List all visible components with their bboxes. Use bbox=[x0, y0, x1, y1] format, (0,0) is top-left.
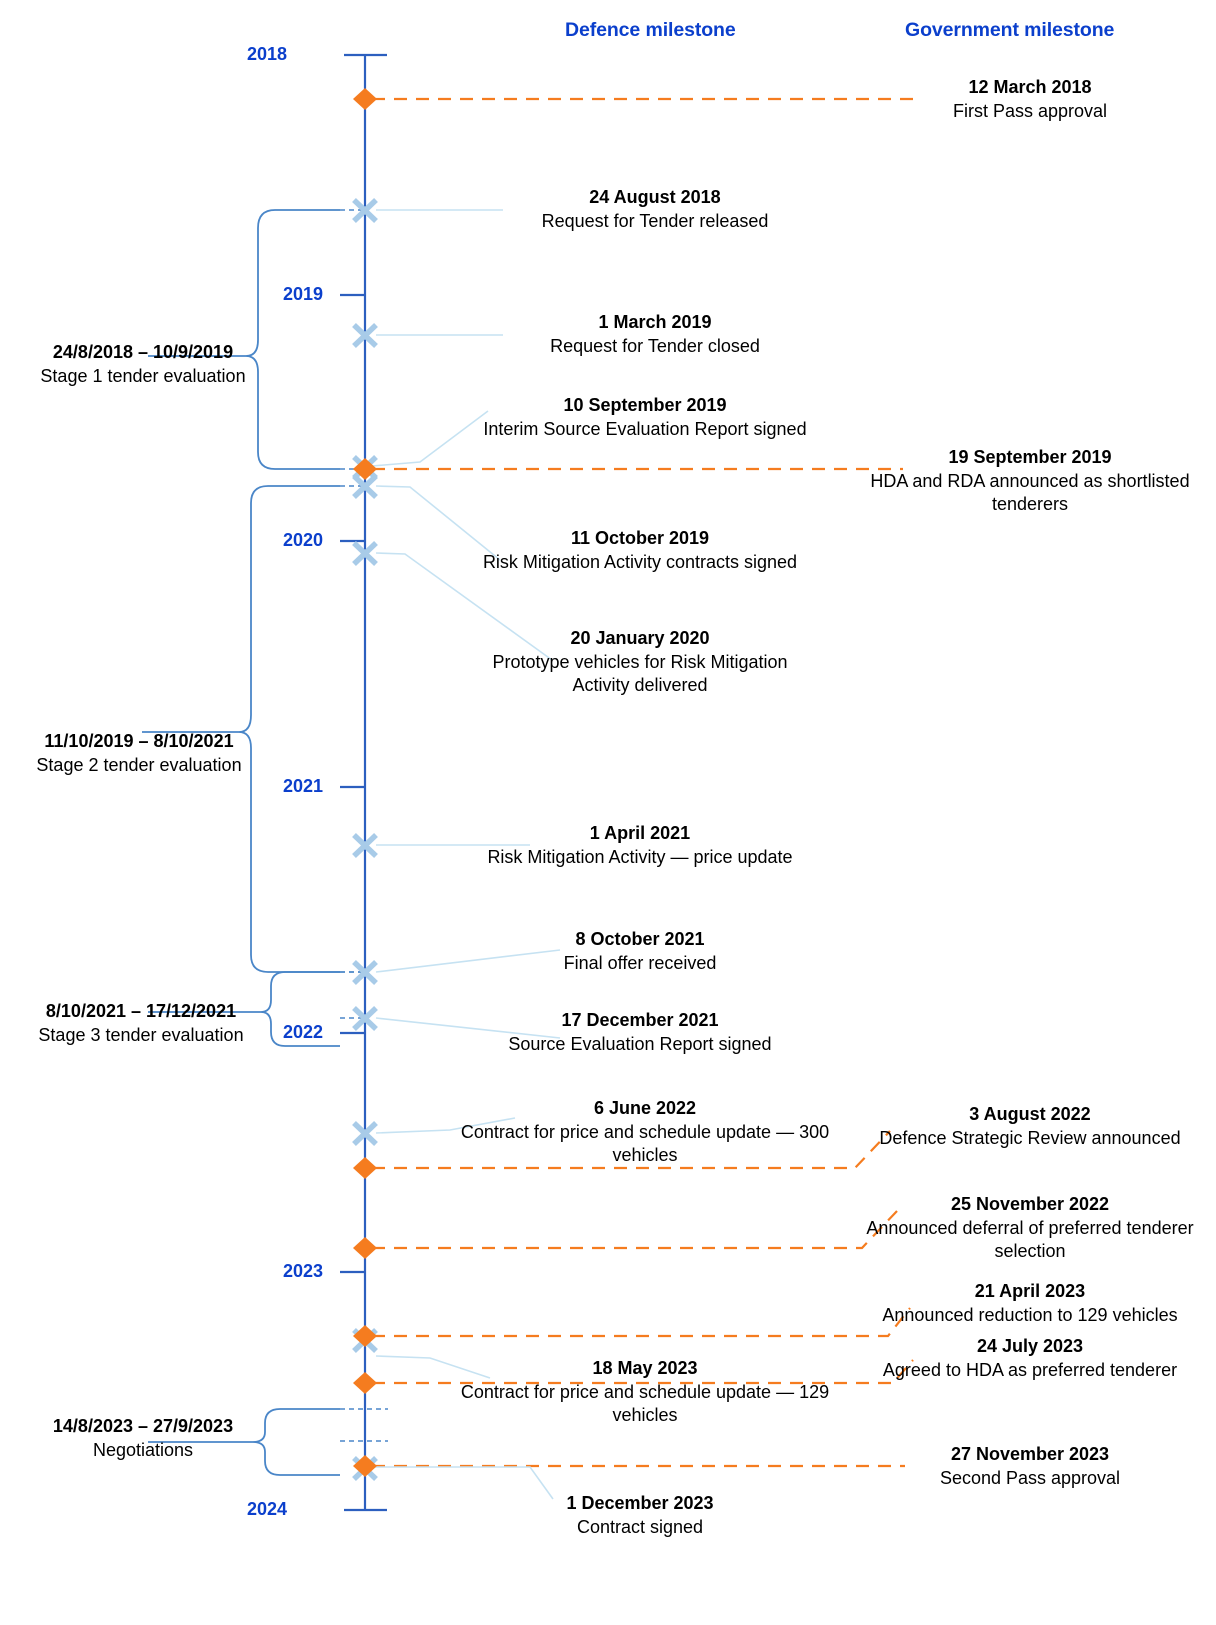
milestone-text: Contract for price and schedule update —… bbox=[460, 1121, 830, 1166]
year-label-2022: 2022 bbox=[283, 1022, 324, 1042]
government-milestone-2022-11-25: 25 November 2022 Announced deferral of p… bbox=[858, 1193, 1202, 1264]
milestone-date: 17 December 2021 bbox=[561, 1010, 719, 1030]
milestone-date: 1 December 2023 bbox=[566, 1493, 714, 1513]
diamond-marker-2022-11-25 bbox=[353, 1237, 377, 1259]
defence-milestone-2023-05-18: 18 May 2023 Contract for price and sched… bbox=[455, 1357, 835, 1428]
bracket-label-stage-2: 11/10/2019 – 8/10/2021 Stage 2 tender ev… bbox=[12, 730, 266, 777]
milestone-date: 24 July 2023 bbox=[976, 1336, 1084, 1356]
year-label-2019: 2019 bbox=[283, 284, 324, 304]
bracket-text: Stage 1 tender evaluation bbox=[40, 365, 246, 386]
gov-connector-2022-11-25 bbox=[372, 1210, 898, 1250]
milestone-text: HDA and RDA announced as shortlisted ten… bbox=[870, 470, 1190, 515]
diamond-marker-2022-08-03 bbox=[353, 1157, 377, 1179]
gov-connector-2023-04-21 bbox=[372, 1307, 911, 1338]
milestone-date: 3 August 2022 bbox=[969, 1104, 1091, 1124]
milestone-text: Agreed to HDA as preferred tenderer bbox=[882, 1359, 1178, 1380]
defence-milestone-2021-04-01: 1 April 2021 Risk Mitigation Activity — … bbox=[470, 822, 810, 869]
year-label-2023: 2023 bbox=[283, 1261, 324, 1281]
milestone-date: 18 May 2023 bbox=[592, 1358, 698, 1378]
x-marker-2018-08-24 bbox=[352, 198, 378, 223]
column-header-government: Government milestone bbox=[905, 19, 1115, 41]
defence-milestone-2020-01-20: 20 January 2020 Prototype vehicles for R… bbox=[470, 627, 810, 698]
government-diamond-markers bbox=[353, 88, 377, 1477]
defence-milestone-2021-12-17: 17 December 2021 Source Evaluation Repor… bbox=[470, 1009, 810, 1056]
defence-milestone-2018-08-24: 24 August 2018 Request for Tender releas… bbox=[455, 186, 855, 233]
milestone-date: 24 August 2018 bbox=[589, 187, 721, 207]
government-milestone-2023-11-27: 27 November 2023 Second Pass approval bbox=[870, 1443, 1190, 1490]
milestone-date: 6 June 2022 bbox=[593, 1098, 697, 1118]
milestone-text: Risk Mitigation Activity contracts signe… bbox=[482, 551, 798, 572]
milestone-text: Request for Tender closed bbox=[550, 335, 760, 356]
milestone-text: Request for Tender released bbox=[541, 210, 769, 231]
milestone-date: 27 November 2023 bbox=[950, 1444, 1110, 1464]
x-marker-2019-03-01 bbox=[352, 323, 378, 348]
milestone-date: 19 September 2019 bbox=[948, 447, 1112, 467]
milestone-date: 1 March 2019 bbox=[598, 312, 712, 332]
milestone-text: Source Evaluation Report signed bbox=[508, 1033, 772, 1054]
defence-milestone-2019-03-01: 1 March 2019 Request for Tender closed bbox=[455, 311, 855, 358]
x-marker-2021-12-17 bbox=[352, 1006, 378, 1031]
x-marker-2021-10-08 bbox=[352, 960, 378, 985]
government-milestone-2023-07-24: 24 July 2023 Agreed to HDA as preferred … bbox=[880, 1335, 1180, 1382]
x-marker-2019-10-11 bbox=[352, 474, 378, 499]
year-label-2024: 2024 bbox=[247, 1499, 288, 1519]
bracket-range: 14/8/2023 – 27/9/2023 bbox=[52, 1416, 234, 1436]
column-header-defence: Defence milestone bbox=[565, 19, 736, 41]
diamond-marker-2023-07-24 bbox=[353, 1372, 377, 1394]
bracket-stage-2 bbox=[238, 485, 340, 973]
government-milestone-2018-03-12: 12 March 2018 First Pass approval bbox=[865, 76, 1195, 123]
milestone-date: 11 October 2019 bbox=[570, 528, 710, 548]
diamond-marker-2019-09-19 bbox=[353, 458, 377, 480]
x-marker-2022-06-06 bbox=[352, 1121, 378, 1146]
defence-x-markers bbox=[352, 198, 378, 1481]
year-label-2020: 2020 bbox=[283, 530, 324, 550]
government-milestone-2023-04-21: 21 April 2023 Announced reduction to 129… bbox=[880, 1280, 1180, 1327]
x-marker-2021-04-01 bbox=[352, 833, 378, 858]
milestone-date: 25 November 2022 bbox=[950, 1194, 1110, 1214]
milestone-date: 12 March 2018 bbox=[968, 77, 1092, 97]
bracket-label-negotiations: 14/8/2023 – 27/9/2023 Negotiations bbox=[18, 1415, 268, 1462]
diamond-marker-2023-04-21 bbox=[353, 1325, 377, 1347]
milestone-text: Contract for price and schedule update —… bbox=[460, 1381, 830, 1426]
bracket-label-stage-3: 8/10/2021 – 17/12/2021 Stage 3 tender ev… bbox=[14, 1000, 268, 1047]
defence-milestone-2019-10-11: 11 October 2019 Risk Mitigation Activity… bbox=[470, 527, 810, 574]
milestone-date: 20 January 2020 bbox=[570, 628, 710, 648]
bracket-stage-1 bbox=[245, 209, 340, 470]
milestone-text: Defence Strategic Review announced bbox=[879, 1127, 1181, 1148]
bracket-text: Stage 2 tender evaluation bbox=[36, 754, 242, 775]
year-label-2018: 2018 bbox=[247, 44, 288, 64]
diamond-marker-2018-03-12 bbox=[353, 88, 377, 110]
milestone-date: 10 September 2019 bbox=[563, 395, 727, 415]
defence-milestone-2021-10-08: 8 October 2021 Final offer received bbox=[470, 928, 810, 975]
milestone-date: 1 April 2021 bbox=[589, 823, 691, 843]
milestone-date: 21 April 2023 bbox=[974, 1281, 1086, 1301]
x-marker-2023-05-18 bbox=[352, 1328, 378, 1353]
defence-milestone-2019-09-10: 10 September 2019 Interim Source Evaluat… bbox=[455, 394, 835, 441]
milestone-date: 8 October 2021 bbox=[575, 929, 705, 949]
milestone-text: Second Pass approval bbox=[939, 1467, 1121, 1488]
bracket-text: Stage 3 tender evaluation bbox=[38, 1024, 244, 1045]
bracket-text: Negotiations bbox=[92, 1439, 194, 1460]
milestone-text: Interim Source Evaluation Report signed bbox=[483, 418, 807, 439]
milestone-text: Final offer received bbox=[563, 952, 717, 973]
government-milestone-2019-09-19: 19 September 2019 HDA and RDA announced … bbox=[862, 446, 1198, 517]
milestone-text: Prototype vehicles for Risk Mitigation A… bbox=[492, 651, 788, 696]
milestone-text: Announced deferral of preferred tenderer… bbox=[866, 1217, 1194, 1262]
bracket-range: 8/10/2021 – 17/12/2021 bbox=[45, 1001, 237, 1021]
x-marker-2023-12-01 bbox=[352, 1456, 378, 1481]
milestone-text: First Pass approval bbox=[952, 100, 1108, 121]
milestone-text: Risk Mitigation Activity — price update bbox=[487, 846, 793, 867]
x-marker-2019-09-10 bbox=[352, 455, 378, 480]
year-label-2021: 2021 bbox=[283, 776, 324, 796]
x-marker-2020-01-20 bbox=[352, 541, 378, 566]
diamond-marker-2023-11-27 bbox=[353, 1455, 377, 1477]
defence-milestone-2022-06-06: 6 June 2022 Contract for price and sched… bbox=[455, 1097, 835, 1168]
bracket-label-stage-1: 24/8/2018 – 10/9/2019 Stage 1 tender eva… bbox=[18, 341, 268, 388]
defence-milestone-2023-12-01: 1 December 2023 Contract signed bbox=[470, 1492, 810, 1539]
bracket-range: 11/10/2019 – 8/10/2021 bbox=[44, 731, 234, 751]
government-milestone-2022-08-03: 3 August 2022 Defence Strategic Review a… bbox=[862, 1103, 1198, 1150]
milestone-text: Announced reduction to 129 vehicles bbox=[882, 1304, 1178, 1325]
milestone-text: Contract signed bbox=[576, 1516, 704, 1537]
bracket-range: 24/8/2018 – 10/9/2019 bbox=[52, 342, 234, 362]
